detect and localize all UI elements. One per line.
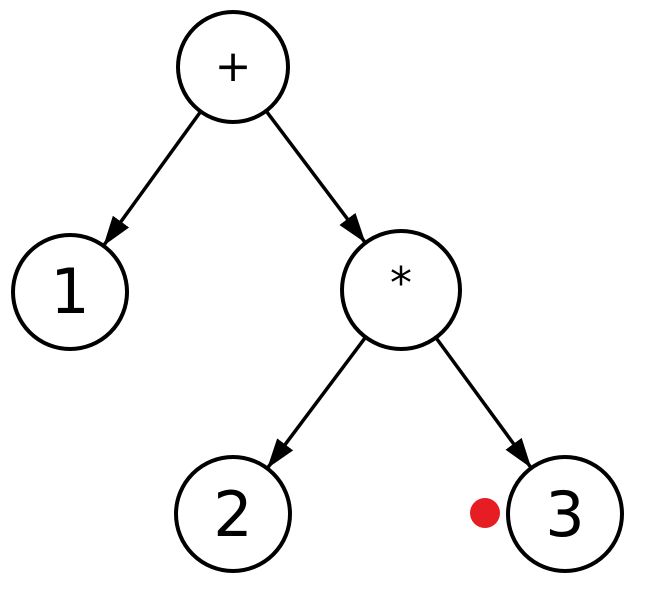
edge-star-to-three [434,336,533,470]
tree-node-two: 2 [174,455,292,573]
node-label-three: 3 [545,478,584,551]
node-circle-one [11,233,129,351]
node-label-star: * [390,258,412,309]
edge-plus-to-star [264,109,367,244]
node-label-three-circle [506,455,624,573]
node-label-one: 1 [50,255,89,328]
tree-node-plus: + [176,10,290,124]
tree-node-star: * [340,229,462,351]
node-circle-star [340,229,462,351]
edge-star-to-two [265,336,368,470]
tree-node-three: 3 [506,455,624,573]
node-circle-plus [176,10,290,124]
red-dot-marker [470,498,500,528]
node-label-two: 2 [213,478,252,551]
node-label-plus: + [215,41,252,92]
node-circle-two [174,455,292,573]
edge-plus-to-one [101,110,203,247]
tree-node-one: 1 [11,233,129,351]
